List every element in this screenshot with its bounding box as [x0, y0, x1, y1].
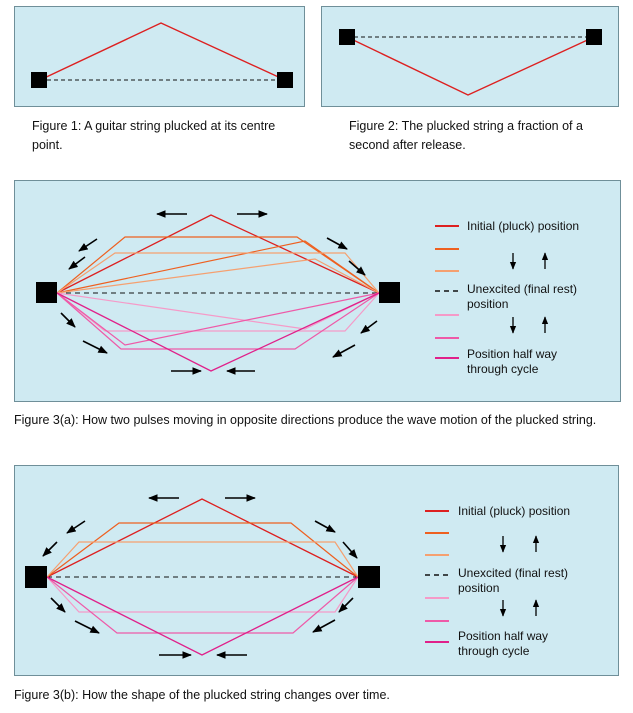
step2b-position	[56, 258, 380, 294]
left-bridge	[25, 566, 47, 588]
right-bridge	[586, 29, 602, 45]
right-bridge	[358, 566, 380, 588]
plucked-string	[39, 22, 286, 81]
figure3a-diagram: Initial (pluck) position Unexcited (fina…	[36, 210, 579, 376]
left-bridge	[339, 29, 355, 45]
motion-arrows	[42, 494, 358, 659]
figure1-diagram	[31, 22, 293, 88]
legend-time-arrows-top	[499, 535, 540, 553]
figure3b-panel: Initial (pluck) position Unexcited (fina…	[14, 465, 619, 676]
initial-position	[46, 498, 359, 578]
halfway-position	[46, 576, 359, 656]
left-bridge	[31, 72, 47, 88]
legend-unexcited-line1: Unexcited (final rest)	[467, 282, 577, 296]
legend-halfway-line1: Position half way	[458, 629, 548, 643]
legend-halfway-line2: through cycle	[467, 362, 539, 376]
legend-halfway-line1: Position half way	[467, 347, 557, 361]
legend-time-arrows-bottom	[509, 316, 549, 334]
step1-position	[56, 236, 380, 294]
right-bridge	[277, 72, 293, 88]
legend-initial: Initial (pluck) position	[467, 219, 579, 233]
legend: Initial (pluck) position Unexcited (fina…	[425, 504, 570, 658]
step4b-position	[56, 292, 380, 330]
legend-halfway-line2: through cycle	[458, 644, 530, 658]
right-bridge	[379, 282, 400, 303]
step1b-position	[56, 240, 380, 294]
figure3b-caption: Figure 3(b): How the shape of the plucke…	[14, 688, 390, 702]
figure3a-caption: Figure 3(a): How two pulses moving in op…	[14, 413, 597, 427]
legend: Initial (pluck) position Unexcited (fina…	[435, 219, 579, 376]
figure1-panel	[14, 6, 305, 107]
figure2-diagram	[339, 29, 602, 96]
left-bridge	[36, 282, 57, 303]
figure2-panel	[321, 6, 619, 107]
step1-position	[46, 522, 359, 578]
step5-position	[46, 576, 359, 634]
figure3a-panel: Initial (pluck) position Unexcited (fina…	[14, 180, 621, 402]
plucked-string	[346, 36, 595, 96]
legend-time-arrows-bottom	[499, 599, 540, 617]
halfway-position	[56, 292, 380, 372]
figure3b-diagram: Initial (pluck) position Unexcited (fina…	[25, 494, 570, 659]
step2-position	[46, 541, 359, 578]
legend-initial: Initial (pluck) position	[458, 504, 570, 518]
figure2-caption: Figure 2: The plucked string a fraction …	[349, 119, 583, 152]
step5b-position	[56, 292, 380, 346]
step5-position	[56, 292, 380, 350]
motion-arrows	[60, 210, 378, 375]
figure1-caption: Figure 1: A guitar string plucked at its…	[32, 119, 276, 152]
legend-unexcited-line2: position	[458, 581, 499, 595]
legend-time-arrows-top	[509, 252, 549, 270]
initial-position	[56, 214, 380, 294]
legend-unexcited-line2: position	[467, 297, 508, 311]
step4-position	[46, 576, 359, 613]
legend-unexcited-line1: Unexcited (final rest)	[458, 566, 568, 580]
